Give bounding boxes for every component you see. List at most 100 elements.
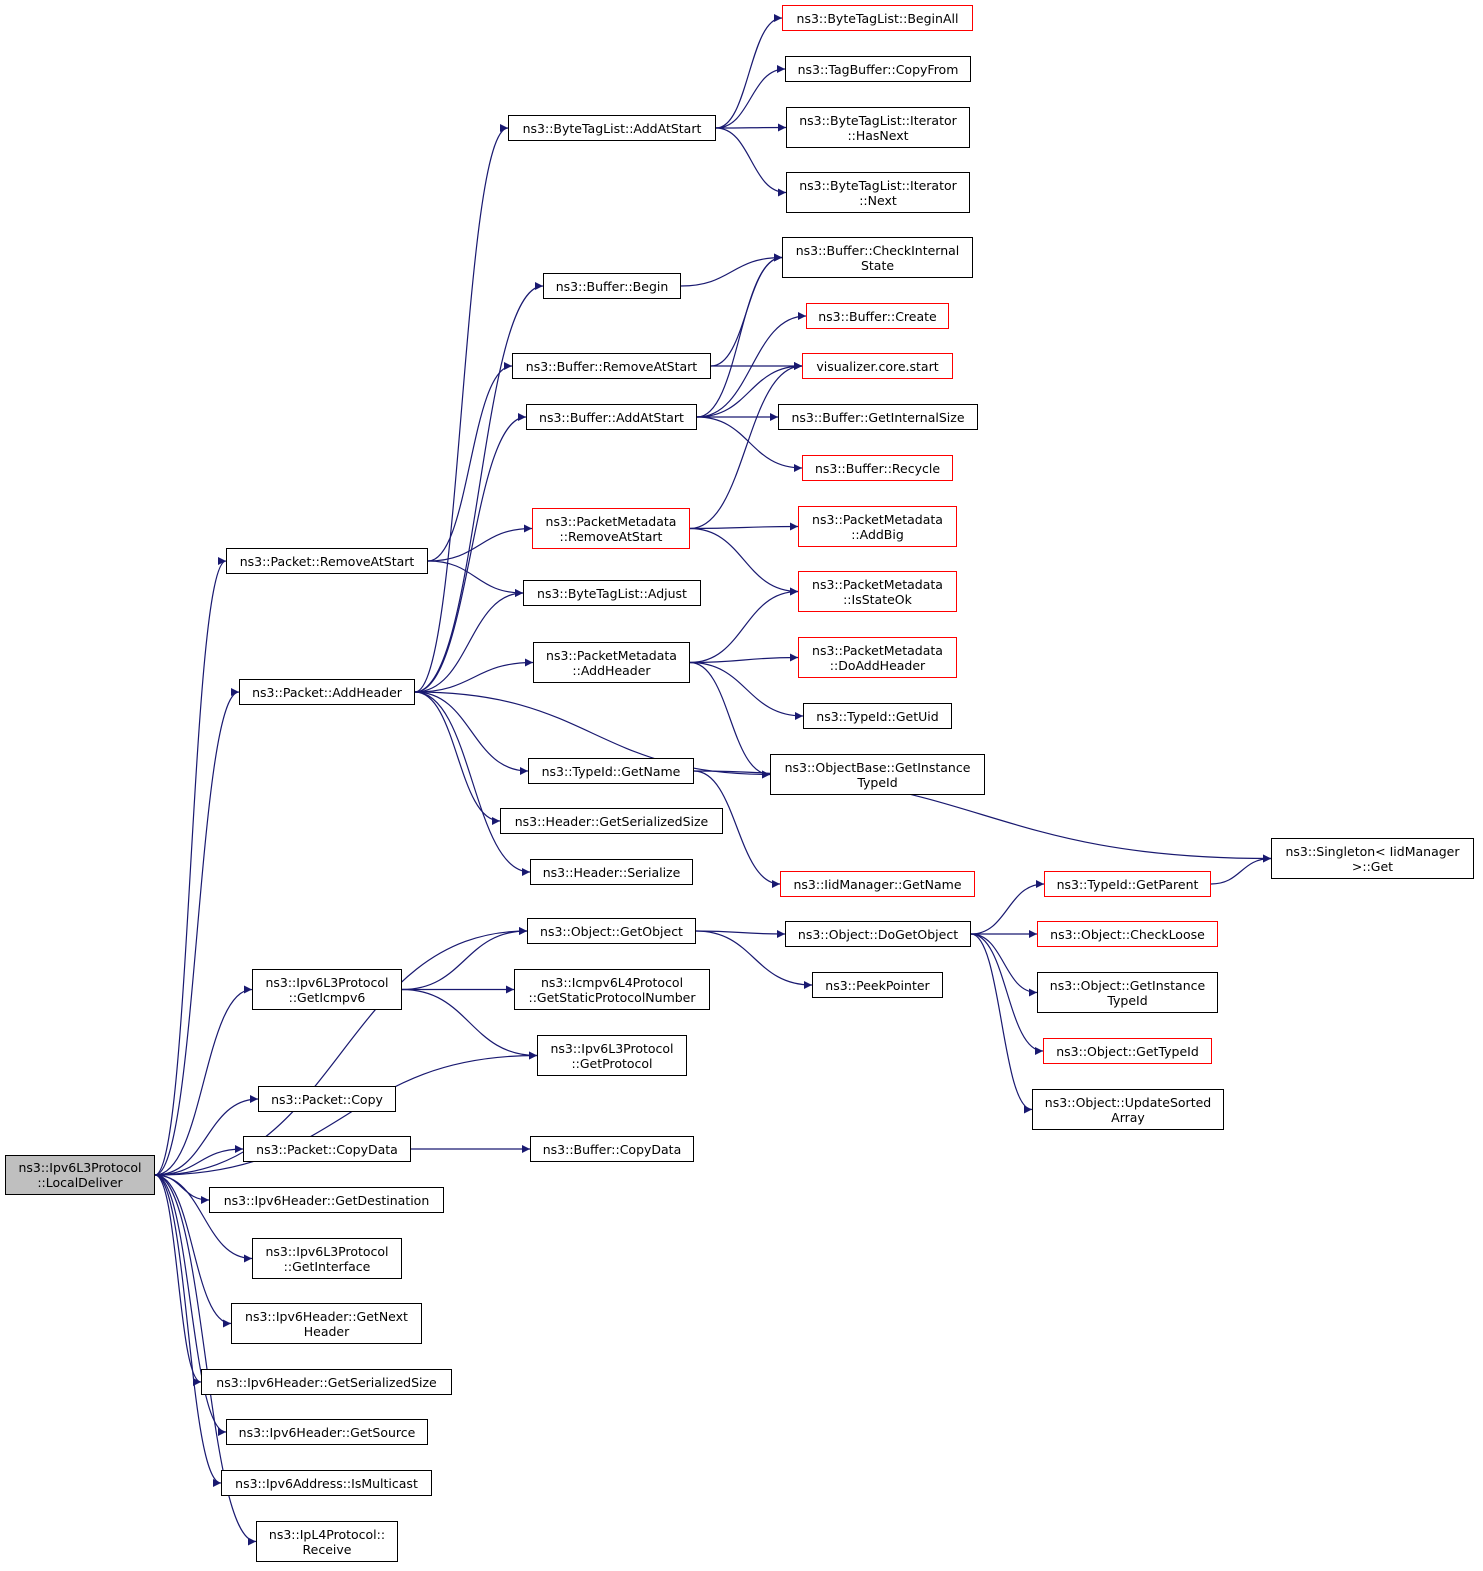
node-label-line: State [860,257,895,273]
node-icmpv6l4protocol-getstaticprotocolnumber[interactable]: ns3::Icmpv6L4Protocol::GetStaticProtocol… [514,969,710,1010]
node-label-line: visualizer.core.start [816,358,939,374]
node-object-gettypeid[interactable]: ns3::Object::GetTypeId [1043,1038,1212,1064]
node-buffer-addatstart[interactable]: ns3::Buffer::AddAtStart [526,404,697,430]
node-ipl4protocol-receive[interactable]: ns3::IpL4Protocol::Receive [256,1521,398,1562]
node-label-line: ns3::TagBuffer::CopyFrom [797,61,959,77]
node-packet-removeatstart[interactable]: ns3::Packet::RemoveAtStart [226,548,428,574]
call-edge-pkt_add_header-to-typeid_get_name [414,691,529,775]
call-edge-local_deliver-to-get_interface [154,1174,253,1263]
node-label-line: ns3::Ipv6Header::GetSource [238,1424,416,1440]
node-packetmetadata-removeatstart[interactable]: ns3::PacketMetadata::RemoveAtStart [532,508,690,549]
node-label-line: ns3::IpL4Protocol:: [268,1526,386,1542]
call-edge-pkt_add_header-to-buf_begin [414,282,544,693]
node-label-line: ::GetStaticProtocolNumber [528,989,696,1005]
call-edge-local_deliver-to-ipl4_receive [154,1174,257,1546]
node-bytetaglist-iterator-next[interactable]: ns3::ByteTagList::Iterator::Next [786,172,970,213]
node-header-getserializedsize[interactable]: ns3::Header::GetSerializedSize [500,808,723,834]
node-label-line: ns3::Packet::Copy [271,1091,383,1107]
call-edge-object_get_object-to-peek_pointer [695,930,813,989]
node-typeid-getname[interactable]: ns3::TypeId::GetName [528,758,694,784]
node-ipv6header-getsource[interactable]: ns3::Ipv6Header::GetSource [226,1419,428,1445]
node-label-line: ::DoAddHeader [829,657,926,673]
node-label-line: ns3::Singleton< IidManager [1285,843,1460,859]
call-edge-pkt_add_header-to-btl_adjust [414,589,524,693]
node-label-line: ns3::Ipv6L3Protocol [550,1040,674,1056]
node-object-dogetobject[interactable]: ns3::Object::DoGetObject [785,921,971,947]
call-edge-get_icmpv6-to-ipv6l3_get_protocol [401,988,538,1060]
call-edge-pkt_add_header-to-buf_add_at_start [414,413,527,693]
node-label-line: ns3::Buffer::CopyData [542,1141,682,1157]
node-ipv6address-ismulticast[interactable]: ns3::Ipv6Address::IsMulticast [221,1470,432,1496]
node-ipv6l3protocol-getprotocol[interactable]: ns3::Ipv6L3Protocol::GetProtocol [537,1035,687,1076]
node-object-checkloose[interactable]: ns3::Object::CheckLoose [1037,921,1218,947]
node-label-line: ns3::Object::GetObject [540,923,683,939]
node-bytetaglist-beginall[interactable]: ns3::ByteTagList::BeginAll [782,5,973,31]
node-packet-copydata[interactable]: ns3::Packet::CopyData [243,1136,411,1162]
node-visualizer-core-start[interactable]: visualizer.core.start [802,353,953,379]
call-edge-local_deliver-to-pkt_remove_at_start [154,557,227,1176]
node-packetmetadata-addbig[interactable]: ns3::PacketMetadata::AddBig [798,506,957,547]
node-label-line: ns3::Buffer::CheckInternal [795,242,960,258]
call-edge-local_deliver-to-get_icmpv6 [154,985,253,1176]
node-label-line: >::Get [1351,858,1394,874]
node-ipv6l3protocol-getinterface[interactable]: ns3::Ipv6L3Protocol::GetInterface [252,1238,402,1279]
node-label-line: ns3::PacketMetadata [545,513,677,529]
node-label-line: ns3::Ipv6L3Protocol [265,1243,389,1259]
node-object-getobject[interactable]: ns3::Object::GetObject [527,918,696,944]
node-label-line: ns3::PacketMetadata [812,642,943,658]
node-packet-addheader[interactable]: ns3::Packet::AddHeader [239,679,415,705]
call-edge-btl_add_at_start-to-tagbuf_copy_from [715,65,786,129]
node-label-line: ns3::Buffer::Begin [555,278,669,294]
node-label-line: Receive [302,1541,352,1557]
call-edge-pkt_add_header-to-objbase_get_instance_typeid [414,691,771,779]
node-buffer-create[interactable]: ns3::Buffer::Create [806,303,949,329]
node-typeid-getuid[interactable]: ns3::TypeId::GetUid [803,703,952,729]
call-edge-pkt_remove_at_start-to-btl_adjust [427,560,524,597]
node-label-line: ::Next [859,192,897,208]
call-edge-btl_add_at_start-to-btl_begin_all [715,14,783,129]
call-edge-local_deliver-to-pkt_copy_data [154,1145,244,1176]
node-label-line: ns3::Packet::RemoveAtStart [239,553,415,569]
node-buffer-copydata[interactable]: ns3::Buffer::CopyData [530,1136,694,1162]
node-tagbuffer-copyfrom[interactable]: ns3::TagBuffer::CopyFrom [785,56,971,82]
node-ipv6header-getserializedsize[interactable]: ns3::Ipv6Header::GetSerializedSize [201,1369,452,1395]
node-bytetaglist-addatstart[interactable]: ns3::ByteTagList::AddAtStart [508,115,716,141]
node-label-line: ns3::PacketMetadata [812,576,943,592]
call-edge-pkt_add_header-to-btl_add_at_start [414,124,509,693]
node-label-line: ns3::Ipv6L3Protocol [18,1160,142,1175]
node-packet-copy[interactable]: ns3::Packet::Copy [258,1086,396,1112]
call-edge-get_icmpv6-to-object_get_object [401,927,528,991]
node-label-line: ns3::TypeId::GetName [541,763,681,779]
node-bytetaglist-adjust[interactable]: ns3::ByteTagList::Adjust [523,580,701,606]
node-header-serialize[interactable]: ns3::Header::Serialize [530,859,693,885]
node-singleton-iidmanager-get[interactable]: ns3::Singleton< IidManager>::Get [1271,838,1474,879]
node-label-line: ns3::Ipv6Header::GetNext [245,1308,408,1324]
node-buffer-begin[interactable]: ns3::Buffer::Begin [543,273,681,299]
node-packetmetadata-doaddheader[interactable]: ns3::PacketMetadata::DoAddHeader [798,637,957,678]
call-edge-object_do_get_object-to-object_get_instance_typeid [970,933,1038,997]
node-typeid-getparent[interactable]: ns3::TypeId::GetParent [1044,871,1211,897]
node-bytetaglist-iterator-hasnext[interactable]: ns3::ByteTagList::Iterator::HasNext [786,107,970,148]
node-label-line: ns3::Object::GetTypeId [1056,1043,1199,1059]
node-buffer-getinternalsize[interactable]: ns3::Buffer::GetInternalSize [778,404,978,430]
call-edge-local_deliver-to-ipv6l3_get_protocol [154,1051,538,1176]
call-edge-local_deliver-to-get_source [154,1174,227,1436]
node-packetmetadata-isstateok[interactable]: ns3::PacketMetadata::IsStateOk [798,571,957,612]
node-ipv6header-getdestination[interactable]: ns3::Ipv6Header::GetDestination [209,1187,444,1213]
node-ipv6l3protocol-geticmpv6[interactable]: ns3::Ipv6L3Protocol::GetIcmpv6 [252,969,402,1010]
node-iidmanager-getname[interactable]: ns3::IidManager::GetName [780,871,975,897]
node-label-line: ns3::Ipv6L3Protocol [265,974,389,990]
node-buffer-removeatstart[interactable]: ns3::Buffer::RemoveAtStart [512,353,711,379]
node-peekpointer[interactable]: ns3::PeekPointer [812,972,943,998]
call-edge-pm_add_header-to-objbase_get_instance_typeid [689,661,771,779]
node-label-line: ns3::ByteTagList::Iterator [799,177,957,193]
call-edge-buf_begin-to-buf_check_internal_state [680,253,783,287]
node-buffer-recycle[interactable]: ns3::Buffer::Recycle [802,455,953,481]
node-packetmetadata-addheader[interactable]: ns3::PacketMetadata::AddHeader [533,642,690,683]
